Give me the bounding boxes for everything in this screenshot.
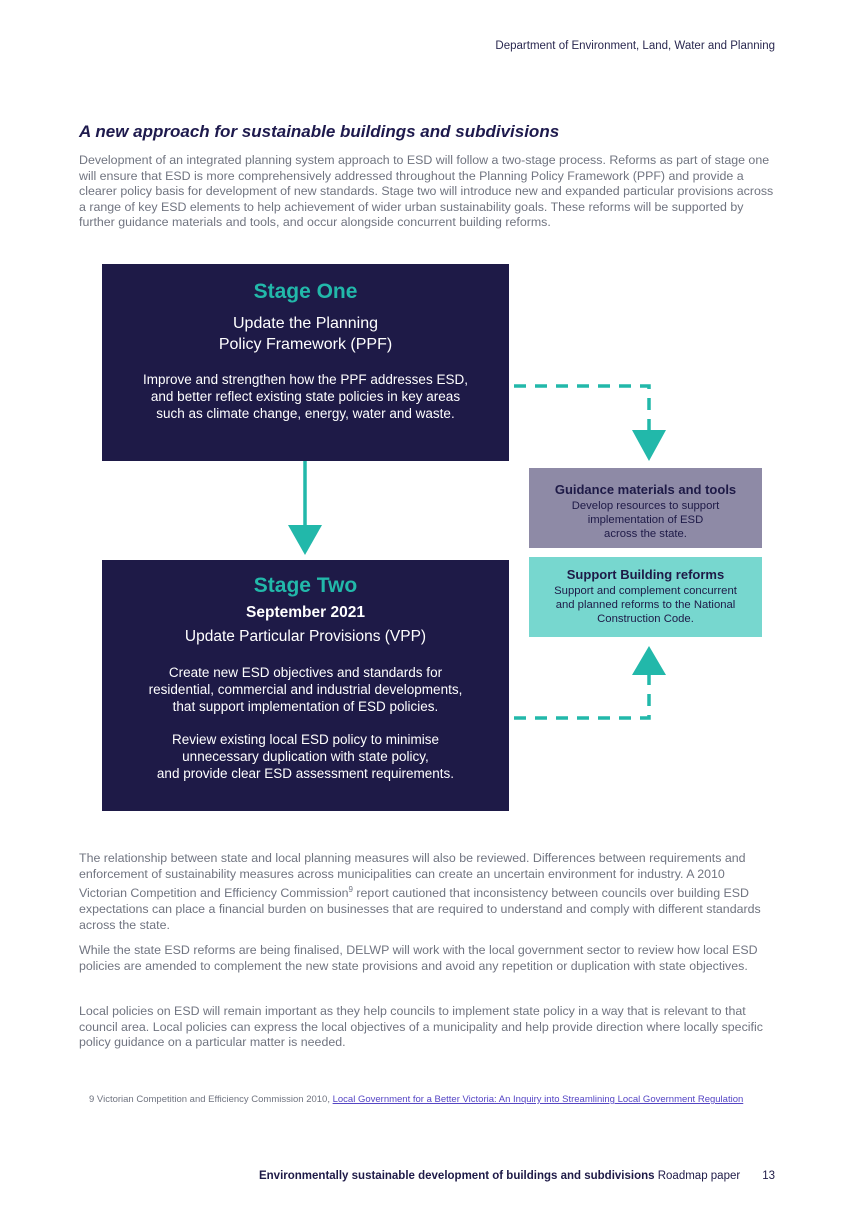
- department-header: Department of Environment, Land, Water a…: [495, 40, 775, 52]
- up-arrow-head-building: [632, 646, 666, 675]
- building-title: Support Building reforms: [566, 567, 725, 582]
- footnote: 9 Victorian Competition and Efficiency C…: [89, 1094, 769, 1106]
- footer-title: Environmentally sustainable development …: [258, 1170, 655, 1182]
- stage-two-subtitle: Update Particular Provisions (VPP): [184, 628, 427, 645]
- body-line: Review existing local ESD policy to mini…: [171, 732, 440, 747]
- building-reforms-box: Support Building reforms Support and com…: [529, 557, 762, 637]
- dashed-connector-bottom: [514, 673, 651, 720]
- down-arrow-head-guidance: [632, 430, 666, 461]
- footnote-ref[interactable]: 9: [348, 885, 353, 895]
- guidance-title: Guidance materials and tools: [554, 482, 737, 497]
- body-line: Construction Code.: [597, 613, 694, 625]
- subtitle-line: Policy Framework (PPF): [218, 336, 393, 353]
- paragraph-text: The relationship between state and local…: [79, 851, 746, 901]
- body-line: across the state.: [604, 528, 687, 540]
- intro-paragraph: Development of an integrated planning sy…: [79, 153, 774, 230]
- subtitle-line: Update the Planning: [233, 315, 378, 332]
- section-title: A new approach for sustainable buildings…: [79, 122, 560, 141]
- down-arrow-head: [288, 525, 322, 555]
- body-line: and provide clear ESD assessment require…: [156, 766, 455, 781]
- page-number: 13: [762, 1170, 775, 1182]
- body-line: and better reflect existing state polici…: [150, 389, 461, 404]
- dashed-connector-top: [514, 384, 651, 432]
- stage-one-box: Stage One Update the Planning Policy Fra…: [102, 264, 509, 461]
- guidance-body: Develop resources to support implementat…: [529, 499, 762, 541]
- body-line: unnecessary duplication with state polic…: [182, 749, 429, 764]
- stage-one-subtitle: Update the Planning Policy Framework (PP…: [102, 313, 509, 355]
- stage-two-body-2: Review existing local ESD policy to mini…: [102, 731, 509, 782]
- paragraph-text: report cautioned that inconsistency betw…: [79, 886, 761, 932]
- footnote-prefix: 9 Victorian Competition and Efficiency C…: [89, 1094, 333, 1105]
- footnote-link[interactable]: Local Government for a Better Victoria: …: [332, 1094, 744, 1105]
- body-line: implementation of ESD: [587, 514, 704, 526]
- footer-subtitle: Roadmap paper: [654, 1170, 741, 1182]
- stage-one-body: Improve and strengthen how the PPF addre…: [102, 371, 509, 422]
- body-line: Create new ESD objectives and standards …: [168, 665, 443, 680]
- stage-two-date: September 2021: [246, 604, 365, 621]
- body-line: residential, commercial and industrial d…: [148, 682, 463, 697]
- stage-one-title: Stage One: [253, 280, 358, 303]
- body-line: Develop resources to support: [571, 500, 720, 512]
- body-line: Improve and strengthen how the PPF addre…: [143, 372, 468, 387]
- stage-two-box: Stage Two September 2021 Update Particul…: [102, 560, 509, 811]
- body-line: Support and complement concurrent: [554, 585, 737, 597]
- paragraph-relationship: The relationship between state and local…: [79, 851, 769, 933]
- body-line: that support implementation of ESD polic…: [172, 699, 439, 714]
- building-body: Support and complement concurrent and pl…: [529, 584, 762, 626]
- body-line: such as climate change, energy, water an…: [156, 406, 455, 421]
- paragraph-reforms: While the state ESD reforms are being fi…: [79, 943, 758, 973]
- page-footer: Environmentally sustainable development …: [259, 1170, 775, 1182]
- body-line: and planned reforms to the National: [555, 599, 736, 611]
- paragraph-local-policies: Local policies on ESD will remain import…: [79, 1004, 763, 1050]
- stage-two-body-1: Create new ESD objectives and standards …: [102, 664, 509, 715]
- stage-two-title: Stage Two: [253, 574, 358, 597]
- guidance-box: Guidance materials and tools Develop res…: [529, 468, 762, 548]
